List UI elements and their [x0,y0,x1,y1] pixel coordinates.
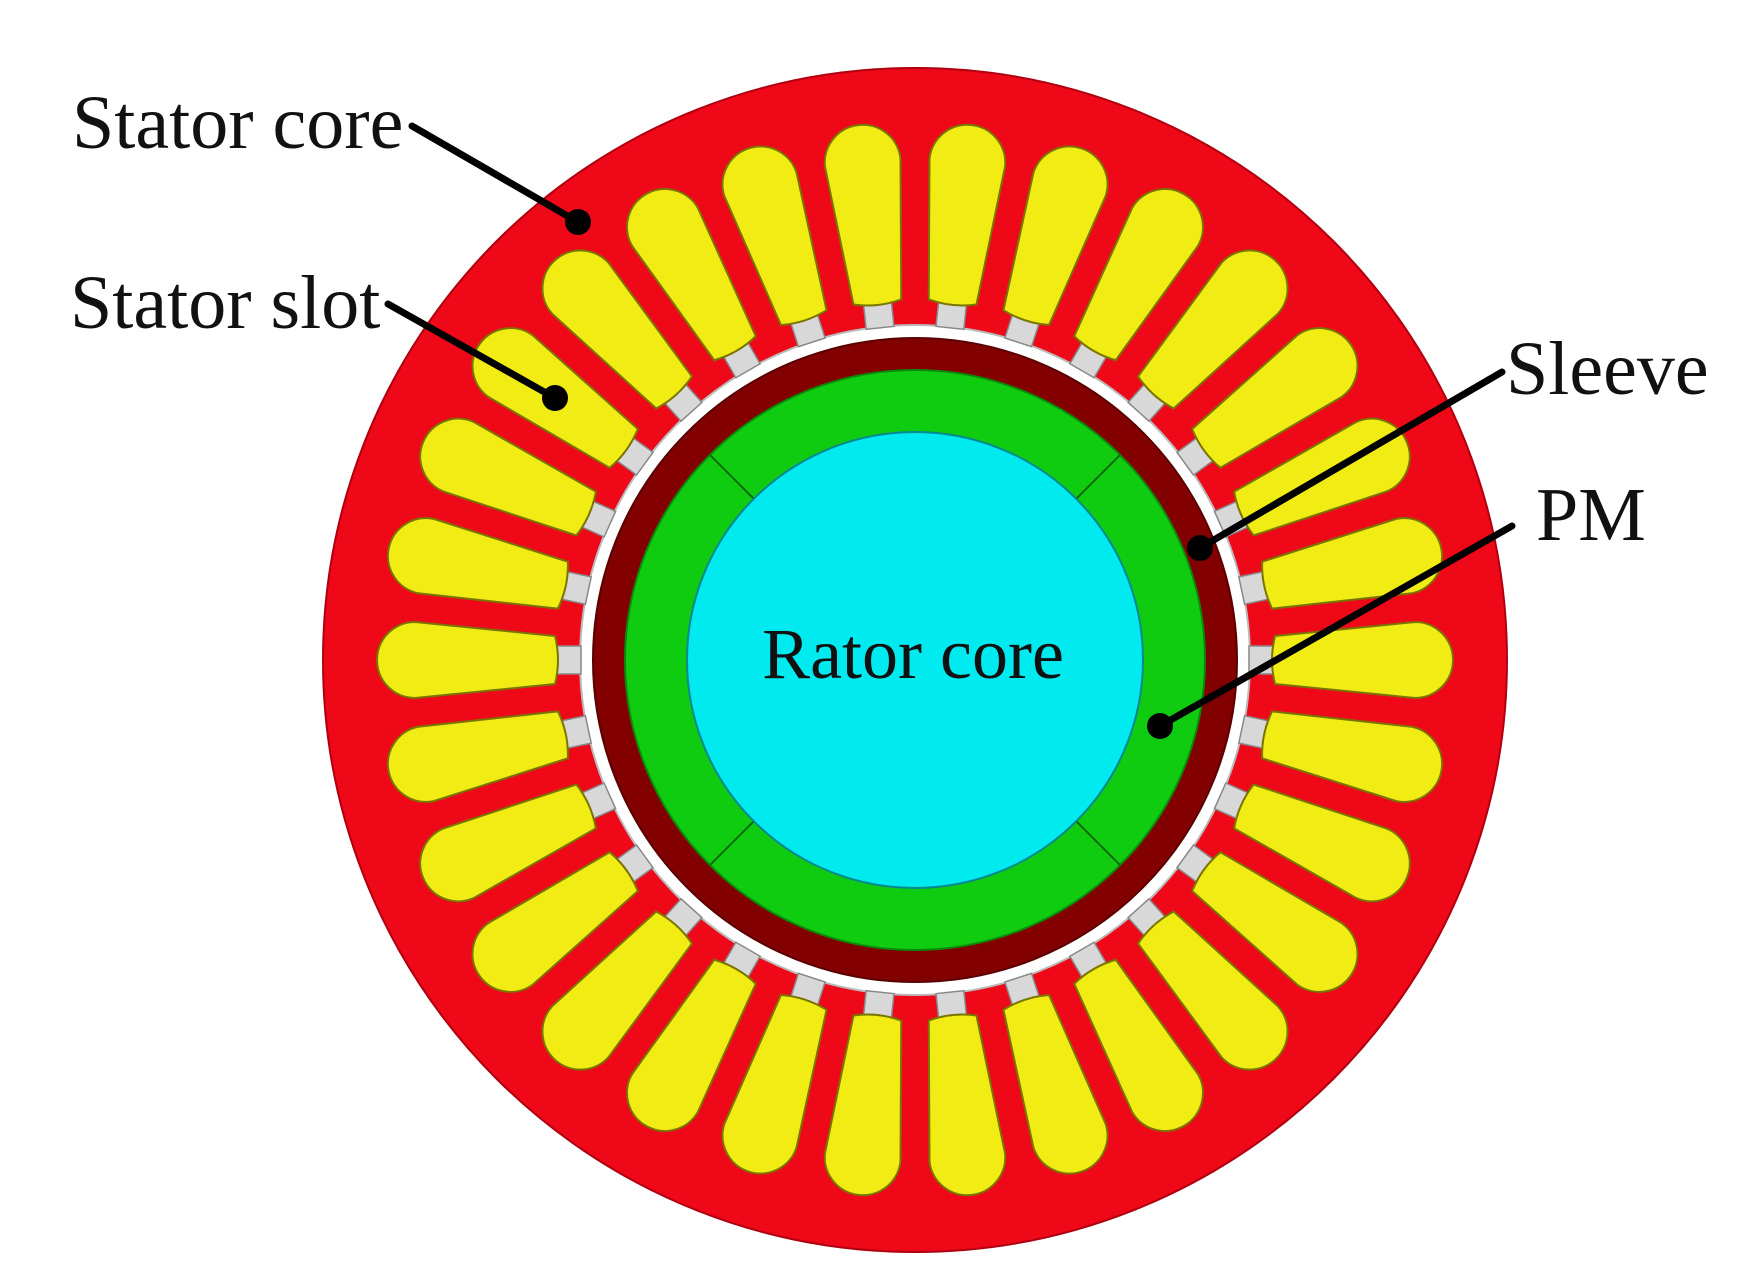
pm-leader [1156,522,1516,730]
slot-body [721,993,828,1175]
stator-slot [1127,897,1289,1071]
stator-slot [1237,517,1444,610]
slot-body [927,123,1007,307]
stator-slot-leader-dot [542,385,568,411]
slot-body [419,783,597,903]
slot-body [1073,187,1204,362]
stator-slot [1237,710,1444,803]
stator-slot [376,620,582,700]
rotor-core-label: Rator core [762,614,1064,694]
stator-core-leader-dot [565,209,591,235]
slot-body [386,710,569,803]
slot-body [927,1013,1007,1197]
pm-label: PM [1536,473,1646,557]
stator-slot [1002,972,1109,1175]
slot-body [1271,620,1454,700]
stator-slot [541,897,703,1071]
stator-slot [1175,327,1359,477]
stator-slot [1248,620,1454,700]
sleeve-leader-dot [1187,535,1213,561]
sleeve-callout: Sleeve [1187,327,1709,561]
stator-slot [386,710,593,803]
stator-slot-callout: Stator slot [70,261,568,411]
stator-core-label: Stator core [72,81,403,165]
stator-slot [626,941,762,1133]
stator-slot [419,417,617,538]
pm-callout: PM [1147,473,1646,739]
slot-body [1261,710,1444,803]
slot-body [376,620,559,700]
slot-body [1233,783,1411,903]
pm-divider [709,820,755,866]
stator-slot [927,123,1007,331]
stator-slot [386,517,593,610]
stator-slot [626,187,762,379]
pm-divider [709,454,755,500]
slot-body [386,517,569,610]
stator-slot [1068,187,1204,379]
stator-slots [376,123,1454,1197]
slot-body [1136,249,1289,410]
stator-slot [1068,941,1204,1133]
stator-slot [1175,843,1359,993]
sleeve-label: Sleeve [1506,327,1709,411]
stator-slot-label: Stator slot [70,261,380,345]
slot-body [626,958,757,1133]
pm-leader-dot [1147,713,1173,739]
pm-segment-dividers [709,454,1121,866]
slot-body [1002,145,1109,327]
slot-body [823,1013,903,1197]
slot-body [1136,910,1289,1071]
slot-body [626,187,757,362]
stator-slot [721,145,828,348]
stator-slot [1213,782,1411,903]
stator-slot [823,123,903,331]
stator-slot [471,843,655,993]
stator-slot [823,989,903,1197]
sleeve-leader [1196,368,1506,552]
slot-body [1261,517,1444,610]
slot-body [541,249,694,410]
slot-body [1073,958,1204,1133]
stator-core-leader [408,122,582,226]
slot-body [721,145,828,327]
slot-body [1190,327,1359,470]
slot-body [1190,850,1359,993]
rotor-core [686,431,1144,889]
stator-slot-leader [384,300,559,402]
slot-body [419,417,597,537]
stator-slot [1002,145,1109,348]
pm-divider [1075,454,1121,500]
pm-divider [1075,820,1121,866]
stator-slot [927,989,1007,1197]
stator-slot [1127,249,1289,423]
stator-slot [419,782,617,903]
stator-core-callout: Stator core [72,81,591,235]
slot-body [541,910,694,1071]
slot-body [1002,993,1109,1175]
stator-slot [721,972,828,1175]
slot-body [823,123,903,307]
stator-slot [541,249,703,423]
slot-body [471,850,640,993]
